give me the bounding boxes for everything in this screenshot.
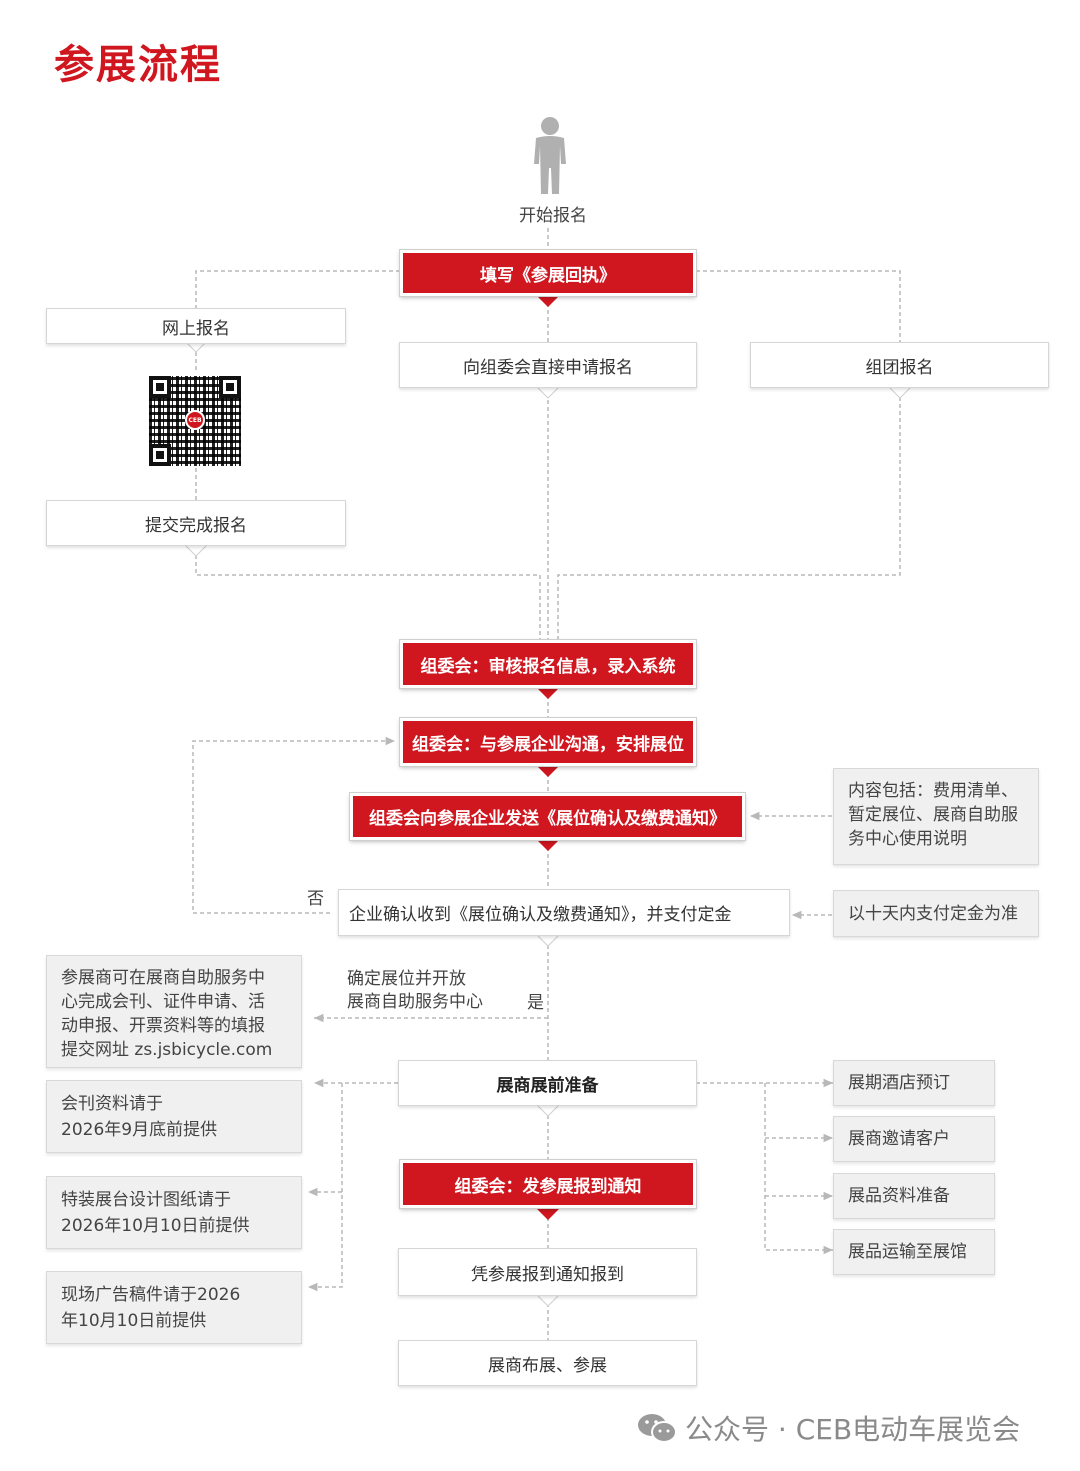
checkin-step: 凭参展报到通知报到 (398, 1248, 697, 1296)
deposit-note: 以十天内支付定金为准 (833, 890, 1039, 937)
person-icon (530, 116, 570, 194)
online-registration: 网上报名 (46, 308, 346, 344)
exhibit-step: 展商布展、参展 (398, 1340, 697, 1386)
report-notice-step: 组委会：发参展报到通知 (399, 1159, 697, 1209)
group-registration: 组团报名 (750, 342, 1049, 388)
watermark: 公众号 · CEB电动车展览会 (637, 1408, 1020, 1448)
task-hotel: 展期酒店预订 (833, 1060, 995, 1106)
catalog-note: 会刊资料请于 2026年9月底前提供 (46, 1080, 302, 1153)
wechat-icon (637, 1412, 677, 1444)
send-notice-step: 组委会向参展企业发送《展位确认及缴费通知》 (349, 792, 746, 841)
review-step: 组委会：审核报名信息，录入系统 (399, 639, 697, 689)
no-label: 否 (307, 889, 324, 909)
task-invite: 展商邀请客户 (833, 1116, 995, 1162)
task-materials: 展品资料准备 (833, 1173, 995, 1219)
notice-content-note: 内容包括：费用清单、 暂定展位、展商自助服 务中心使用说明 (833, 768, 1039, 865)
self-service-note: 参展商可在展商自助服务中 心完成会刊、证件申请、活 动申报、开票资料等的填报 提… (46, 955, 302, 1068)
open-center-label: 确定展位并开放 展商自助服务中心 (347, 969, 483, 1012)
booth-design-note: 特装展台设计图纸请于 2026年10月10日前提供 (46, 1176, 302, 1249)
submit-registration: 提交完成报名 (46, 500, 346, 546)
start-label: 开始报名 (519, 206, 587, 226)
yes-label: 是 (527, 993, 544, 1013)
ad-note: 现场广告稿件请于2026 年10月10日前提供 (46, 1271, 302, 1344)
page-title: 参展流程 (54, 42, 222, 88)
qr-code: CEB (149, 376, 241, 466)
direct-registration: 向组委会直接申请报名 (399, 342, 697, 388)
qr-logo: CEB (185, 410, 205, 430)
watermark-text: 公众号 · CEB电动车展览会 (685, 1413, 1021, 1446)
communicate-step: 组委会：与参展企业沟通，安排展位 (399, 717, 697, 767)
fill-form-step: 填写《参展回执》 (399, 249, 697, 297)
confirm-payment-step: 企业确认收到《展位确认及缴费通知》，并支付定金 (338, 889, 790, 936)
pre-exhibition-prep: 展商展前准备 (398, 1060, 697, 1106)
task-shipping: 展品运输至展馆 (833, 1229, 995, 1275)
